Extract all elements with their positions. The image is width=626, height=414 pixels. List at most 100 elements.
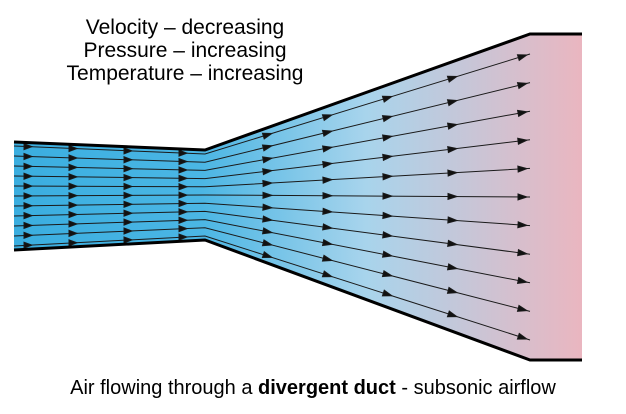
upper-wall	[13, 32, 582, 152]
flow-arrow	[447, 192, 459, 201]
flow-arrow	[178, 191, 189, 199]
flow-arrow	[23, 241, 34, 249]
flow-arrow	[322, 207, 334, 215]
flow-arrow	[23, 231, 34, 240]
duct-walls	[13, 32, 582, 362]
flow-arrow	[68, 239, 79, 247]
flow-arrow	[23, 152, 34, 161]
flow-arrow	[517, 221, 529, 229]
caption-bold: divergent duct	[258, 377, 396, 399]
duct-flow-region	[14, 34, 582, 360]
flow-arrow	[516, 276, 529, 285]
flow-arrow	[23, 142, 34, 151]
flow-arrow	[123, 156, 134, 164]
flow-arrow	[447, 145, 459, 154]
flow-arrow	[178, 166, 189, 174]
flow-arrow	[321, 114, 334, 122]
streamlines	[13, 53, 531, 341]
flow-arrow	[123, 173, 134, 182]
flow-arrow	[321, 254, 334, 262]
flow-arrow	[261, 144, 274, 152]
flow-arrow	[123, 218, 134, 226]
flow-arrow	[381, 250, 394, 258]
flow-arrow	[447, 239, 459, 248]
flow-arrow	[446, 310, 459, 318]
flow-arrow	[123, 200, 134, 209]
flow-arrow	[262, 191, 274, 200]
flow-arrow	[516, 304, 529, 312]
property-labels: Velocity – decreasing Pressure – increas…	[40, 16, 330, 85]
flow-arrow	[381, 289, 394, 297]
flow-arrow	[261, 239, 274, 247]
flow-arrow	[321, 129, 334, 137]
flow-arrow	[447, 169, 459, 177]
flow-arrow	[123, 182, 134, 191]
flow-arrow	[178, 224, 189, 233]
flow-arrow	[123, 209, 134, 217]
flow-arrow	[23, 182, 34, 190]
flow-arrow	[382, 231, 394, 239]
flow-arrow	[23, 162, 34, 171]
flow-arrow	[516, 109, 529, 118]
diagram-caption: Air flowing through a divergent duct - s…	[0, 377, 626, 400]
flow-arrow	[178, 208, 189, 216]
flow-arrow	[261, 227, 274, 235]
flow-arrow	[517, 193, 529, 201]
flow-arrow	[23, 202, 34, 210]
flow-arrow	[178, 182, 189, 191]
flow-arrow	[68, 173, 79, 181]
flow-arrow	[23, 192, 34, 200]
flow-arrow	[23, 172, 34, 180]
flow-arrow	[68, 182, 79, 190]
flow-arrow	[23, 221, 34, 230]
flow-arrow	[321, 270, 334, 278]
flow-arrow	[68, 144, 79, 153]
flow-arrow	[321, 238, 334, 247]
flow-arrow	[178, 174, 189, 183]
velocity-label: Velocity – decreasing	[85, 16, 285, 39]
caption-suffix: - subsonic airflow	[395, 377, 556, 399]
flow-arrow	[68, 191, 79, 200]
flow-arrow	[446, 99, 459, 107]
flow-arrow	[447, 216, 459, 224]
flow-arrow	[446, 75, 459, 83]
flow-arrow	[262, 179, 274, 188]
flow-arrow	[517, 248, 529, 257]
flow-arrow	[381, 115, 394, 123]
flow-arrow	[123, 227, 134, 235]
flow-arrow	[178, 149, 189, 157]
flow-arrow	[322, 160, 334, 169]
flow-arrow	[123, 191, 134, 200]
flow-arrow	[516, 82, 529, 90]
flow-arrow	[382, 173, 394, 181]
flow-arrow	[517, 137, 529, 145]
flow-arrow	[262, 203, 274, 211]
flow-arrow	[68, 220, 79, 228]
flow-arrow	[262, 168, 274, 176]
flow-arrow	[68, 210, 79, 219]
flow-arrow	[381, 134, 394, 142]
lower-wall	[13, 238, 582, 362]
flow-arrow	[322, 223, 334, 231]
flow-arrow	[261, 132, 274, 140]
flow-arrow	[446, 122, 459, 130]
flow-arrow	[68, 229, 79, 238]
flow-arrow	[178, 157, 189, 166]
flow-arrow	[123, 236, 134, 244]
flow-arrow	[23, 211, 34, 220]
flow-arrow	[261, 250, 274, 259]
flow-arrow	[446, 263, 459, 271]
flow-arrow	[261, 156, 274, 164]
flow-arrow	[68, 201, 79, 209]
temperature-label: Temperature – increasing	[66, 62, 304, 85]
flow-arrow	[381, 269, 394, 278]
flow-arrow	[446, 286, 459, 294]
flow-arrow	[262, 215, 274, 223]
flow-arrow	[178, 233, 189, 241]
flow-arrow	[322, 176, 334, 184]
flow-arrow	[517, 165, 529, 173]
pressure-label: Pressure – increasing	[83, 39, 287, 62]
flow-arrow	[516, 54, 529, 62]
caption-prefix: Air flowing through a	[70, 377, 259, 399]
